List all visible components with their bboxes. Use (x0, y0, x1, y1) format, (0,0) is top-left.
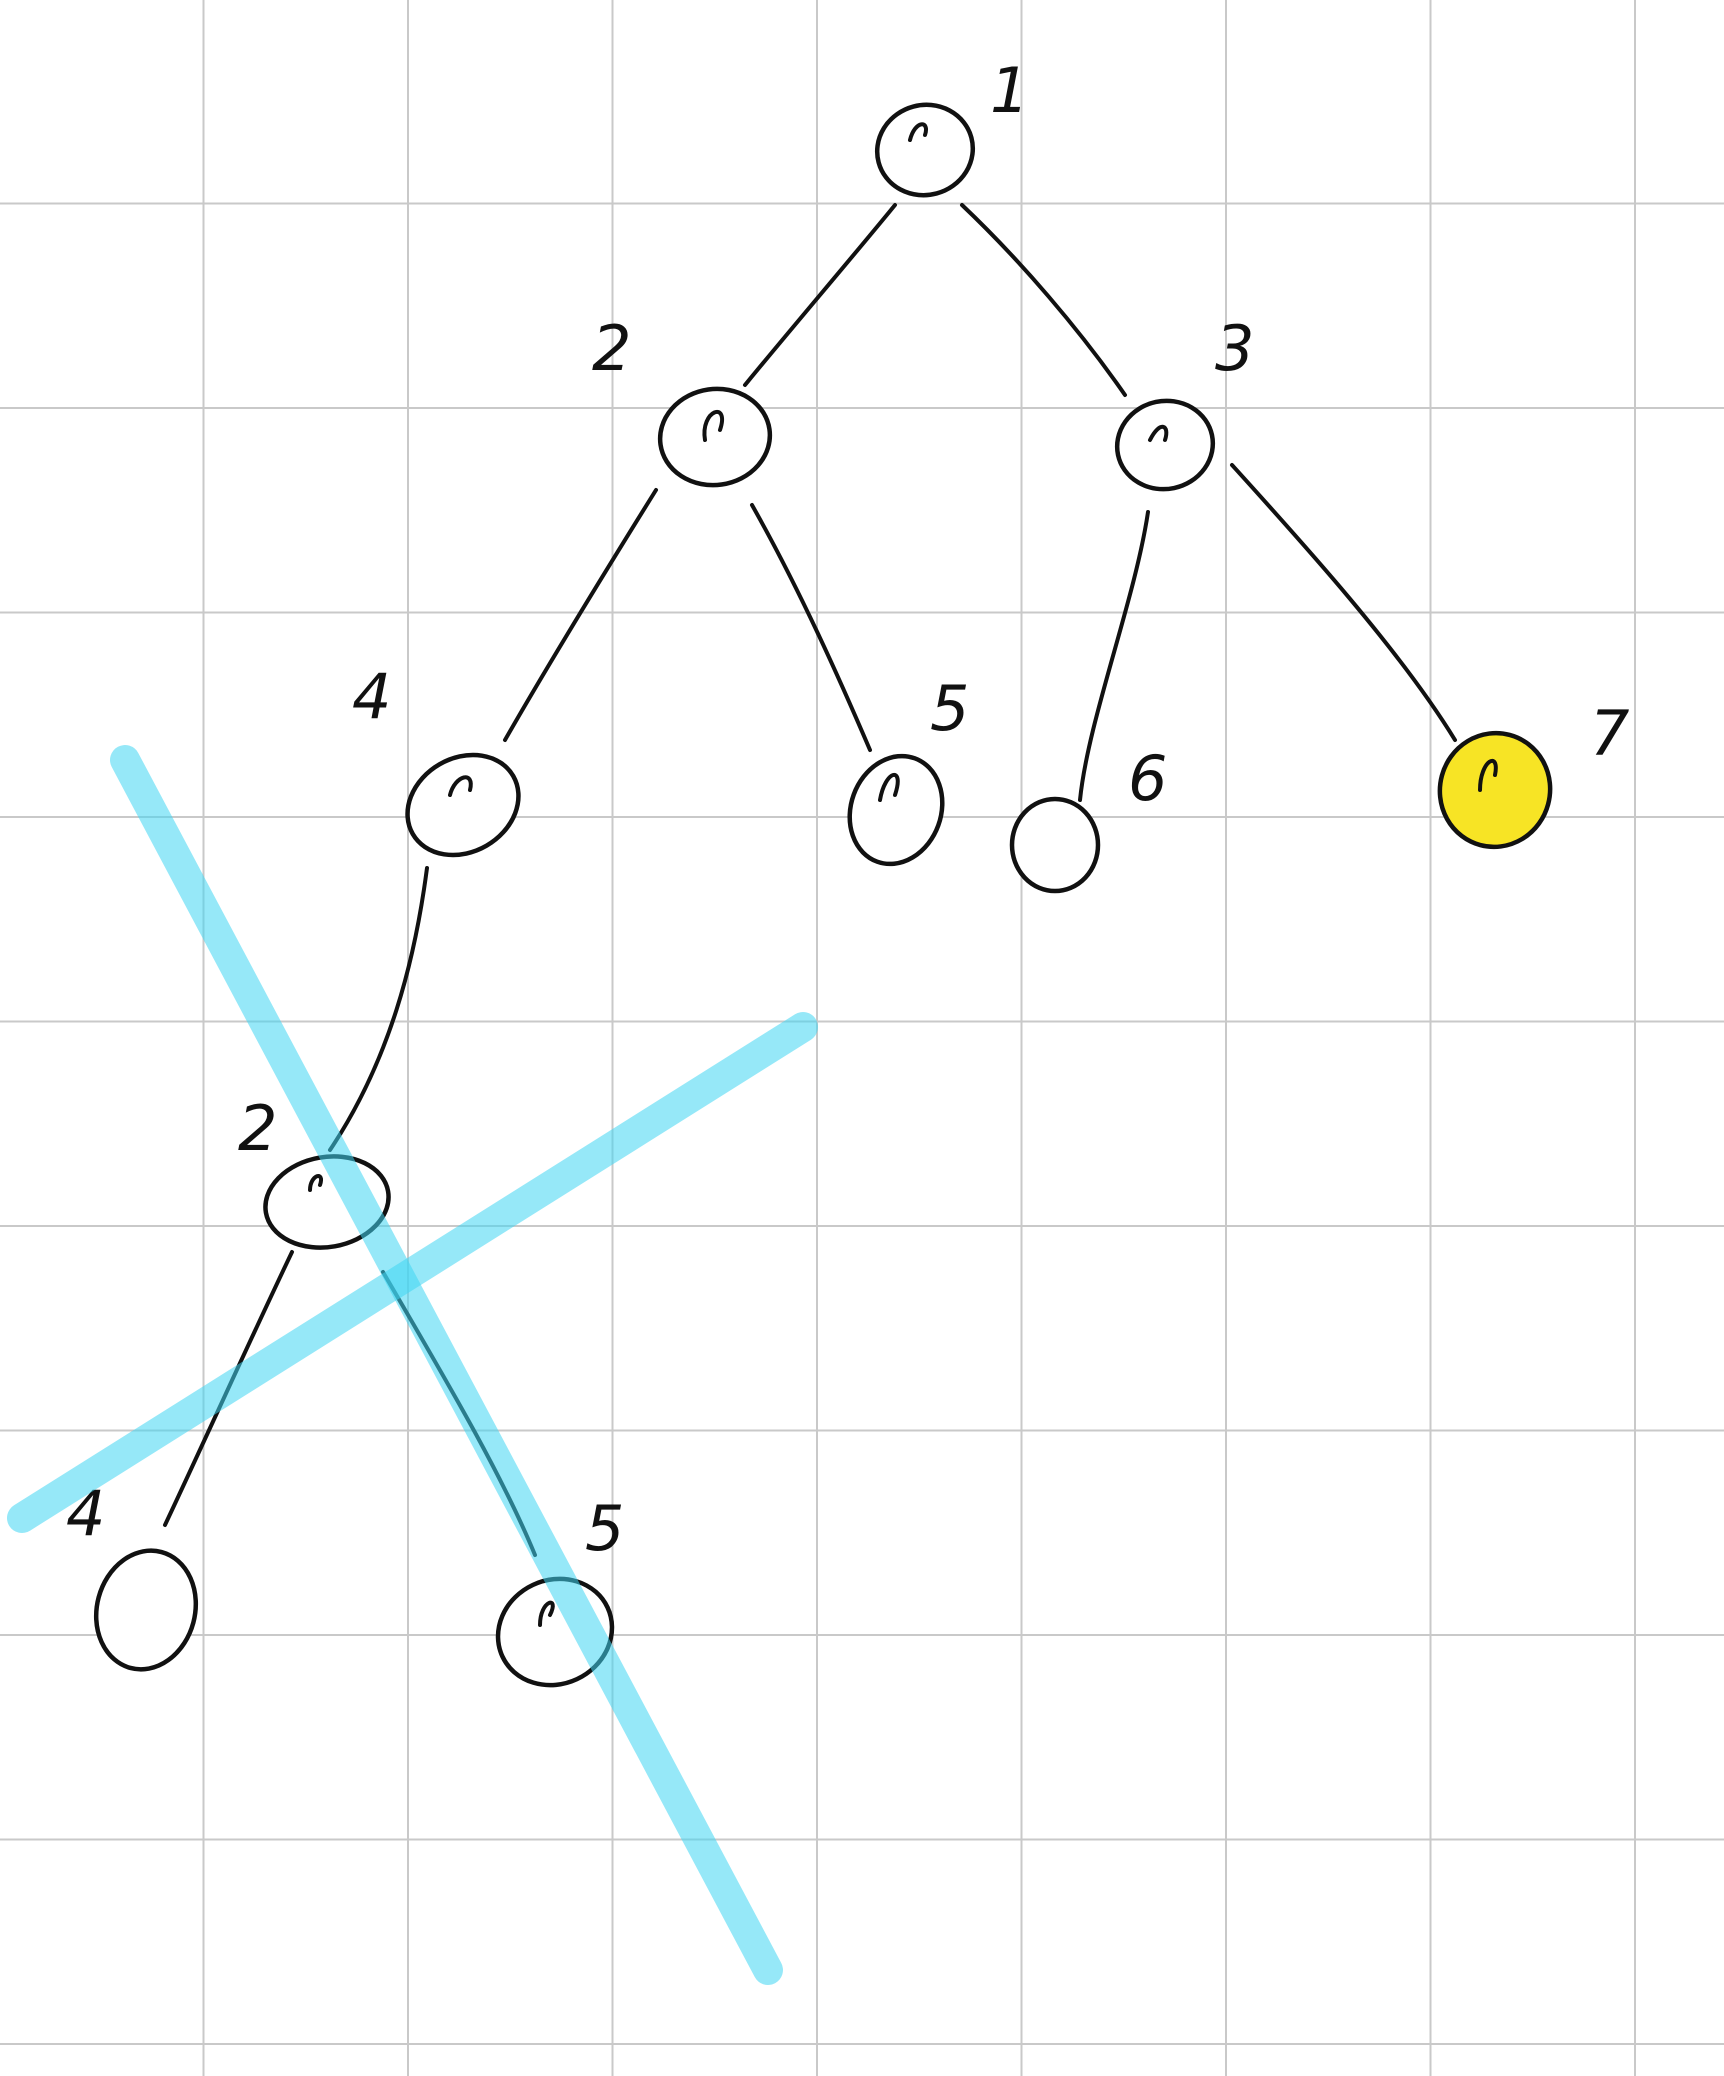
node-circle (847, 753, 945, 867)
edge-n3-n6 (1078, 510, 1150, 802)
node-mark (908, 122, 928, 142)
node-mark (308, 1174, 323, 1192)
node-circle (93, 1548, 199, 1672)
node-label-3: 3 (1215, 312, 1254, 385)
node-label-2b: 2 (238, 1092, 277, 1165)
node-circle (657, 386, 773, 488)
node-circle (405, 752, 521, 858)
tree-node-4b (93, 1548, 199, 1672)
node-mark (538, 1600, 555, 1627)
tree-node-7 (1437, 730, 1553, 850)
node-mark (878, 773, 900, 802)
node-label-2: 2 (592, 312, 631, 385)
tree-node-5 (847, 753, 945, 867)
tree-nodes (93, 102, 1553, 1688)
tree-node-4 (405, 752, 521, 858)
node-label-7: 7 (1590, 697, 1629, 770)
node-mark (702, 409, 724, 442)
edge-n3-n7 (1230, 463, 1457, 742)
edge-n2-n4 (503, 488, 658, 742)
tree-node-2 (657, 386, 773, 488)
node-label-4: 4 (352, 660, 391, 733)
tree-node-1 (874, 102, 976, 198)
node-label-5: 5 (930, 672, 969, 745)
node-circle (1009, 796, 1101, 894)
cross-out-stroke-rising (7, 1012, 818, 1533)
node-mark (448, 775, 473, 797)
edge-n1-n2 (743, 203, 897, 387)
node-mark (1478, 759, 1498, 792)
cross-out-marks (7, 745, 818, 1985)
node-circle (1114, 398, 1216, 492)
node-label-5b: 5 (585, 1492, 624, 1565)
edge-n1-n3 (960, 203, 1127, 397)
cross-out-stroke-diagonal (110, 745, 783, 1985)
tree-edges (163, 203, 1457, 1557)
node-label-6: 6 (1128, 742, 1167, 815)
tree-labels: 1 2 3 4 5 6 7 2 4 5 (66, 54, 1629, 1565)
node-mark (1148, 424, 1169, 442)
tree-node-6 (1009, 796, 1101, 894)
node-label-1: 1 (990, 54, 1029, 127)
edge-n4-n2b (328, 866, 429, 1152)
tree-node-3 (1114, 398, 1216, 492)
edge-n2-n5 (750, 503, 872, 752)
node-circle-highlighted (1437, 730, 1553, 850)
node-circle (874, 102, 976, 198)
